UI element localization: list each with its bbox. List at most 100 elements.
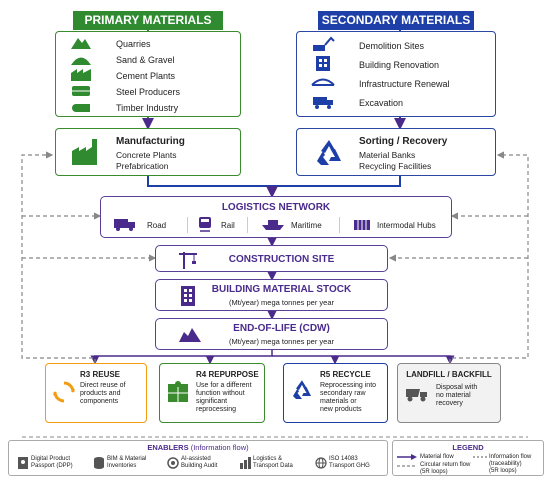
database-icon <box>94 457 104 469</box>
enabler-line: ISO 14083 <box>329 456 358 462</box>
outcome-title: R4 REPURPOSE <box>196 370 259 379</box>
logistics-mode: Intermodal Hubs <box>377 221 436 230</box>
globe-icon <box>315 457 327 469</box>
construction-site-box: CONSTRUCTION SITE <box>155 245 388 272</box>
legend-info-flow: Information flow <box>489 454 532 460</box>
manufacturing-box: Manufacturing Concrete Plants Prefabrica… <box>55 128 241 176</box>
logistics-mode: Road <box>147 221 167 230</box>
legend-circular-flow: Circular return flow <box>420 462 471 468</box>
secondary-item: Building Renovation <box>359 60 440 70</box>
primary-item: Cement Plants <box>116 71 176 81</box>
mountain-icon <box>71 38 91 49</box>
r4-repurpose-box: R4 REPURPOSE Use for a different functio… <box>159 363 265 423</box>
secondary-materials-panel: Demolition Sites Building Renovation Inf… <box>296 31 496 117</box>
outcome-title: R3 REUSE <box>80 370 121 379</box>
enabler-line: Transport Data <box>253 463 293 469</box>
truck-icon <box>114 219 135 231</box>
landfill-backfill-box: LANDFILL / BACKFILL Disposal with no mat… <box>397 363 501 423</box>
enabler-line: Digital Product <box>31 456 71 462</box>
manufacturing-title: Manufacturing <box>116 136 185 147</box>
primary-item: Steel Producers <box>116 87 181 97</box>
sorting-recovery-box: Sorting / Recovery Material Banks Recycl… <box>296 128 496 176</box>
outcome-line: recovery <box>436 400 463 407</box>
reuse-cycle-icon <box>53 381 75 403</box>
legend-title: LEGEND <box>452 443 484 452</box>
outcome-line: Direct reuse of <box>80 382 126 389</box>
legend-material-flow: Material flow <box>420 454 454 460</box>
rubble-icon <box>179 328 201 342</box>
enabler-line: BIM & Material <box>107 456 147 462</box>
logistics-mode: Rail <box>221 221 235 230</box>
end-of-life-box: END-OF-LIFE (CDW) (Mt/year) mega tonnes … <box>155 318 388 350</box>
recycle-icon <box>293 380 311 399</box>
primary-item: Timber Industry <box>116 103 179 113</box>
outcome-title: R5 RECYCLE <box>320 370 371 379</box>
primary-item: Quarries <box>116 39 151 49</box>
legend-info-flow-note: (5R loops) <box>489 468 517 474</box>
factory-icon <box>71 69 91 81</box>
recycle-icon <box>317 140 341 165</box>
train-icon <box>199 217 211 232</box>
logistics-mode: Maritime <box>291 221 322 230</box>
logistics-network-box: LOGISTICS NETWORK Road Rail Maritime Int… <box>100 196 452 238</box>
bridge-icon <box>311 78 335 86</box>
dump-truck-icon <box>313 97 333 109</box>
sand-pile-icon <box>71 57 91 65</box>
ship-icon <box>262 220 284 230</box>
legend-circular-flow-note: (5R loops) <box>420 469 448 475</box>
puzzle-icon <box>168 381 188 402</box>
manufacturing-line: Prefabrication <box>116 161 169 171</box>
r3-reuse-box: R3 REUSE Direct reuse of products and co… <box>45 363 147 423</box>
outcome-line: new products <box>320 406 362 413</box>
building-icon <box>316 56 330 71</box>
legend-panel: LEGEND Material flow Circular return flo… <box>392 440 544 476</box>
enabler-line: Passport (DPP) <box>31 463 73 469</box>
secondary-materials-header: SECONDARY MATERIALS <box>318 11 474 30</box>
sorting-line: Material Banks <box>359 150 416 160</box>
enabler-line: Logistics & <box>253 456 283 462</box>
passport-icon <box>18 457 28 469</box>
outcome-line: products and <box>80 390 121 397</box>
stock-subtitle: (Mt/year) mega tonnes per year <box>228 298 335 307</box>
enabler-line: AI-assisted <box>181 456 211 462</box>
circular-flow-swatch <box>397 465 417 467</box>
outcome-title: LANDFILL / BACKFILL <box>406 370 492 379</box>
divider <box>247 217 248 233</box>
info-flow-swatch <box>473 456 487 458</box>
enablers-title: ENABLERS <box>147 443 189 452</box>
logistics-title: LOGISTICS NETWORK <box>221 202 331 213</box>
steel-coil-icon <box>72 86 90 96</box>
eol-subtitle: (Mt/year) mega tonnes per year <box>228 337 335 346</box>
enabler-line: Transport GHG <box>329 463 370 469</box>
dump-truck-icon <box>406 389 427 402</box>
eol-title: END-OF-LIFE (CDW) <box>233 323 330 334</box>
manufacturing-line: Concrete Plants <box>116 150 177 160</box>
r5-recycle-box: R5 RECYCLE Reprocessing into secondary r… <box>283 363 388 423</box>
outcome-line: Disposal with <box>436 384 478 391</box>
outcome-line: Use for a different <box>196 382 252 389</box>
secondary-item: Demolition Sites <box>359 41 425 51</box>
enablers-panel: ENABLERS (Information flow) Digital Prod… <box>8 440 388 476</box>
outcome-line: secondary raw <box>320 390 366 397</box>
divider <box>187 217 188 233</box>
construction-title: CONSTRUCTION SITE <box>228 254 335 265</box>
outcome-line: function without <box>196 390 245 397</box>
primary-item: Sand & Gravel <box>116 55 175 65</box>
building-material-stock-box: BUILDING MATERIAL STOCK (Mt/year) mega t… <box>155 279 388 311</box>
factory-icon <box>72 139 97 165</box>
primary-materials-panel: Quarries Sand & Gravel Cement Plants Ste… <box>55 31 241 117</box>
secondary-item: Infrastructure Renewal <box>359 79 450 89</box>
outcome-line: materials or <box>320 398 357 405</box>
material-flow-swatch <box>397 454 417 460</box>
container-icon <box>354 220 370 230</box>
outcome-line: reprocessing <box>196 406 237 413</box>
ai-icon <box>167 457 179 469</box>
outcome-line: components <box>80 398 119 405</box>
legend-info-flow-note: (traceability) <box>489 461 522 467</box>
outcome-line: significant <box>196 398 228 405</box>
enabler-line: Building Audit <box>181 463 218 469</box>
outcome-line: Reprocessing into <box>320 382 377 389</box>
primary-materials-header: PRIMARY MATERIALS <box>73 11 223 30</box>
stock-title: BUILDING MATERIAL STOCK <box>211 284 352 295</box>
chart-icon <box>240 457 251 469</box>
